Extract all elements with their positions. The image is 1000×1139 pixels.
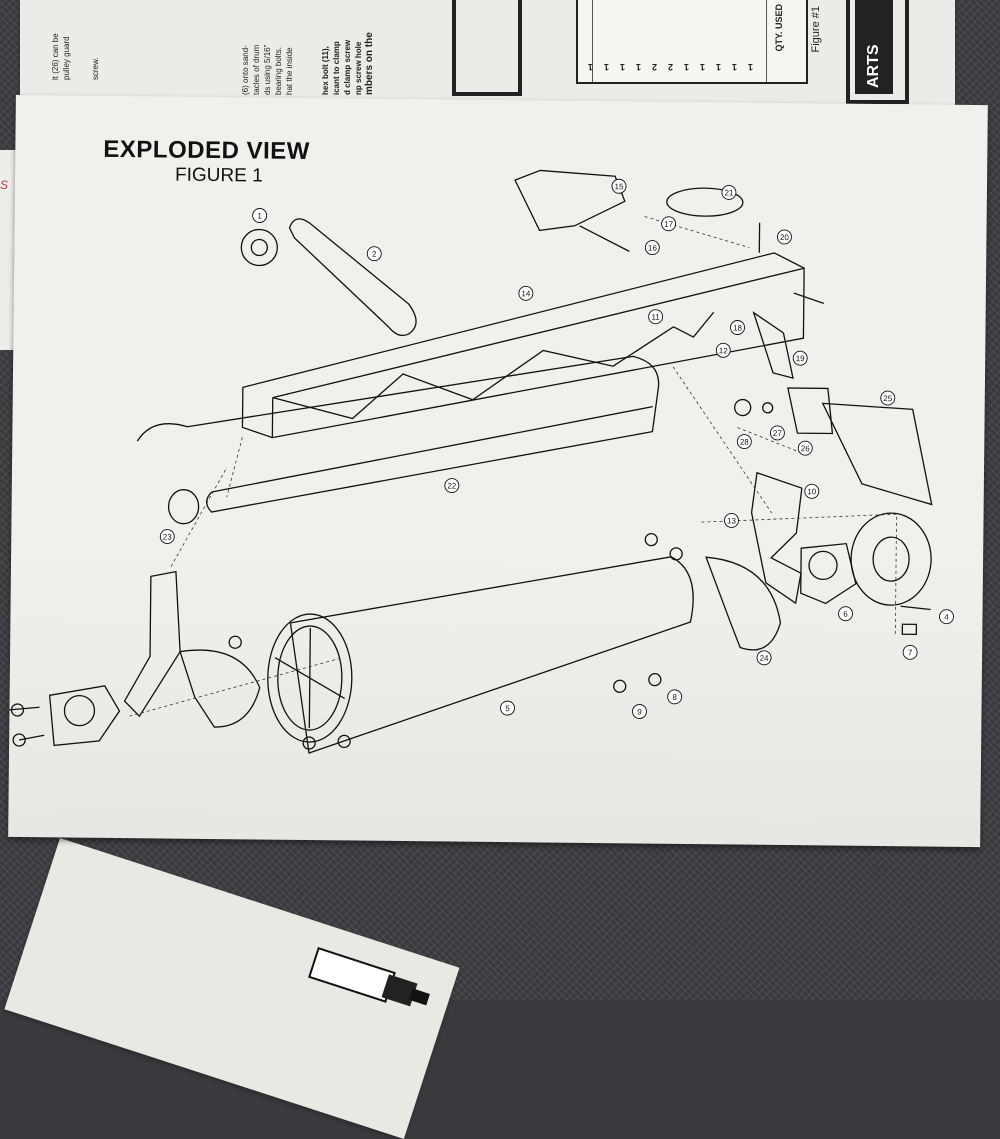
qty-value: 1 — [732, 62, 738, 72]
text-line: pulley guard — [62, 36, 71, 80]
qty-value: 1 — [636, 62, 642, 72]
text-line: lt (26) can be — [51, 33, 60, 80]
text-line: hex bolt (11), — [321, 46, 330, 95]
callout-27: 27 — [773, 429, 783, 438]
text-line: d clamp screw — [343, 39, 352, 95]
text-line: np screw hole — [354, 41, 363, 95]
qty-value: 1 — [604, 62, 610, 72]
qty-value: 2 — [652, 62, 658, 72]
callout-14: 14 — [521, 289, 531, 298]
text-column-b: lt (26) can be pulley guard screw. — [50, 0, 130, 80]
text-line: hat the inside — [285, 47, 294, 95]
qty-value: 1 — [748, 62, 754, 72]
callout-24: 24 — [760, 654, 770, 663]
callout-2: 2 — [372, 250, 377, 259]
callout-13: 13 — [727, 516, 737, 525]
callout-22: 22 — [447, 481, 457, 490]
callout-26: 26 — [801, 444, 811, 453]
callout-1: 1 — [257, 211, 262, 220]
lower-page — [4, 838, 460, 1139]
exploded-diagram: 1 2 4 5 6 7 8 9 10 11 12 13 14 15 16 17 … — [9, 169, 954, 754]
text-line: mbers on the — [364, 32, 375, 95]
callout-16: 16 — [648, 244, 658, 253]
callout-8: 8 — [672, 693, 677, 702]
text-line: (6) onto sand- — [241, 45, 250, 95]
callout-17: 17 — [664, 220, 674, 229]
parts-header-box: ARTS — [846, 0, 909, 104]
callout-5: 5 — [505, 704, 510, 713]
figure-reference: Figure #1 — [810, 6, 822, 53]
callout-markers — [159, 178, 954, 719]
callout-23: 23 — [163, 532, 173, 541]
qty-value: 1 — [716, 62, 722, 72]
text-column-a: (6) onto sand- tacles of drum ds using 5… — [240, 0, 310, 95]
text-line: bearing bolts. — [274, 46, 283, 95]
callout-19: 19 — [796, 354, 806, 363]
callout-18: 18 — [733, 323, 743, 332]
callout-7: 7 — [908, 648, 913, 657]
callout-12: 12 — [719, 346, 729, 355]
previous-page: lt (26) can be pulley guard screw. (6) o… — [20, 0, 955, 120]
motor-illustration — [308, 947, 430, 1007]
qty-value: 2 — [668, 62, 674, 72]
bordered-box — [452, 0, 522, 96]
callout-9: 9 — [637, 707, 642, 716]
parts-header: ARTS — [855, 0, 893, 94]
text-line: tacles of drum — [252, 44, 261, 95]
callout-20: 20 — [780, 233, 790, 242]
text-line: icant to clamp — [332, 41, 341, 95]
callout-10: 10 — [807, 487, 817, 496]
callout-numbers: 1 2 4 5 6 7 8 9 10 11 12 13 14 15 16 17 … — [163, 182, 950, 716]
text-line: screw. — [91, 57, 100, 80]
qty-value: 1 — [588, 62, 594, 72]
callout-6: 6 — [843, 610, 848, 619]
qty-value: 1 — [700, 62, 706, 72]
callout-25: 25 — [883, 394, 893, 403]
qty-value: 1 — [684, 62, 690, 72]
qty-value: 1 — [620, 62, 626, 72]
callout-4: 4 — [944, 613, 949, 622]
qty-header: QTY. USED — [774, 4, 784, 52]
callout-28: 28 — [740, 438, 750, 447]
callout-11: 11 — [651, 313, 660, 322]
main-page: EXPLODED VIEW FIGURE 1 — [8, 94, 988, 848]
callout-21: 21 — [724, 188, 734, 197]
red-marking: S — [0, 178, 9, 192]
text-line: ds using 5/16" — [263, 44, 272, 95]
text-column-main: hex bolt (11), icant to clamp d clamp sc… — [320, 0, 430, 95]
callout-15: 15 — [614, 182, 624, 191]
